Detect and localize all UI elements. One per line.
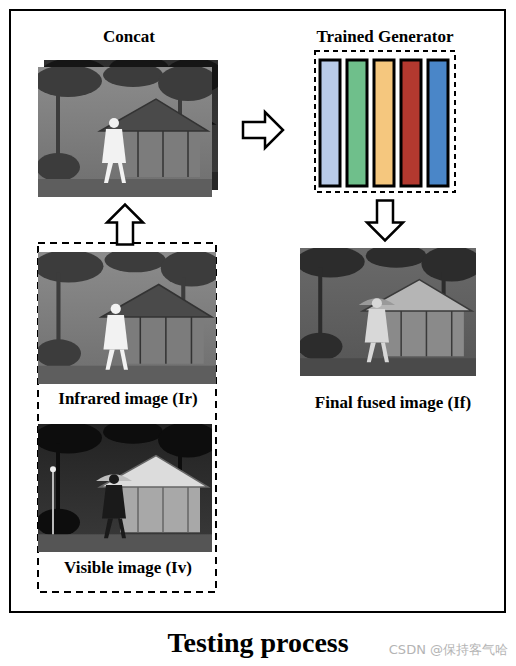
generator-layers	[314, 50, 456, 193]
heading: Trained Generator	[316, 26, 453, 48]
concat-node: Concat	[34, 24, 224, 199]
text-holder: Visible image (Iv)	[34, 557, 222, 579]
hollow-arrow	[107, 205, 143, 245]
hollow-arrow	[243, 112, 283, 148]
watermark: CSDN @保持客气哈	[389, 642, 508, 658]
concat-front-image	[38, 67, 212, 197]
text-holder: Concat	[34, 26, 224, 48]
image-label: Visible image (Iv)	[64, 557, 192, 579]
fused-image	[300, 248, 476, 376]
text-holder: Infrared image (Ir)	[34, 388, 222, 410]
visible-node: Visible image (Iv)	[34, 422, 222, 582]
image-label: Infrared image (Ir)	[58, 388, 197, 410]
text-holder: Trained Generator	[296, 26, 474, 48]
fused-node: Final fused image (If)	[280, 246, 506, 418]
infrared-image	[38, 252, 216, 384]
hollow-arrow	[367, 201, 403, 241]
outer-frame	[10, 10, 505, 612]
visible-image	[38, 424, 212, 552]
text-holder: Final fused image (If)	[280, 392, 506, 414]
generator-node: Trained Generator	[296, 24, 474, 195]
image-label: Final fused image (If)	[315, 392, 471, 414]
infrared-node: Infrared image (Ir)	[34, 250, 222, 412]
input-group-dashed-box	[38, 243, 216, 592]
heading: Concat	[103, 26, 155, 48]
